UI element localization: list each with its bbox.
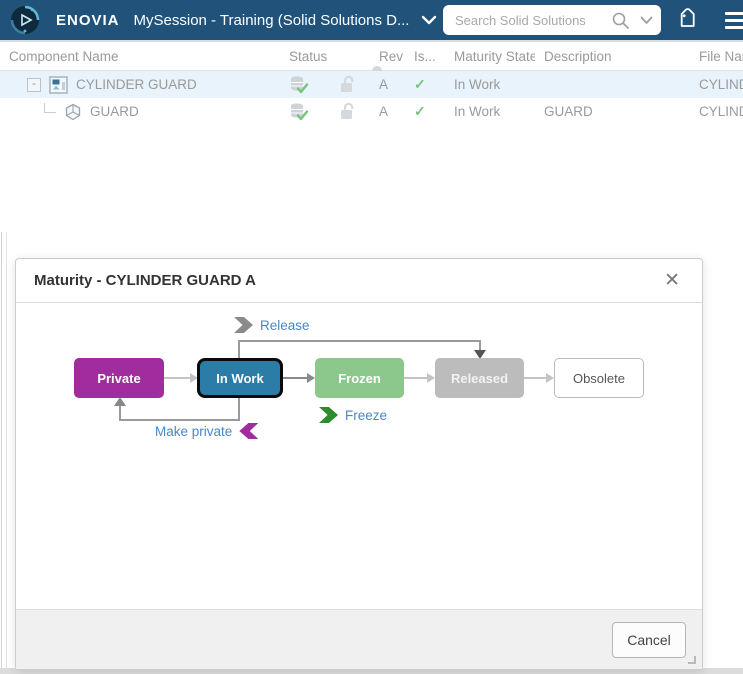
release-path-line [238, 340, 240, 359]
maturity-state-value: In Work [454, 104, 501, 119]
column-header-component-name[interactable]: Component Name [9, 48, 119, 64]
search-box[interactable] [443, 5, 661, 35]
state-released: Released [435, 358, 524, 398]
column-header-rev[interactable]: Rev [379, 48, 404, 64]
arrow-line [524, 377, 547, 379]
column-header-file-name[interactable]: File Name [699, 48, 743, 64]
component-name[interactable]: CYLINDER GUARD [76, 77, 197, 92]
state-private: Private [74, 358, 164, 398]
brand-logo-text: ENOVIA [56, 11, 120, 29]
arrowhead-down-icon [474, 350, 486, 359]
arrowhead-right-icon [307, 373, 315, 383]
description-value: GUARD [544, 104, 593, 119]
state-obsolete: Obsolete [554, 358, 644, 398]
check-icon: ✓ [414, 103, 426, 119]
check-icon: ✓ [414, 76, 426, 92]
column-header-issue[interactable]: Is... [414, 48, 436, 64]
dialog-title: Maturity - CYLINDER GUARD A [34, 272, 256, 289]
transition-label[interactable]: Release [260, 317, 310, 333]
make-private-path-line [238, 398, 240, 421]
search-chevron-down-icon[interactable] [640, 16, 653, 25]
page-bottom-strip [0, 668, 743, 674]
state-in-work-current: In Work [197, 358, 283, 398]
part-icon [65, 103, 81, 120]
component-name[interactable]: GUARD [90, 104, 139, 119]
status-database-check-icon [291, 75, 309, 93]
session-title[interactable]: MySession - Training (Solid Solutions D.… [133, 11, 410, 29]
transition-freeze[interactable]: Freeze [319, 407, 387, 423]
column-header-maturity-state[interactable]: Maturity State [454, 48, 535, 64]
panel-edge [1, 232, 2, 674]
table-header-row: Component Name Status Rev Is... Maturity… [0, 40, 743, 71]
tree-connector [44, 102, 56, 113]
arrow-line [283, 377, 308, 379]
close-icon[interactable]: ✕ [660, 267, 684, 294]
state-frozen: Frozen [315, 358, 404, 398]
maturity-state-value: In Work [454, 77, 501, 92]
tags-icon[interactable] [675, 8, 699, 32]
revision-value: A [379, 77, 389, 92]
status-database-check-icon [291, 102, 309, 120]
table-row[interactable]: GUARD A ✓ In Work GUARD CYLINDER GUARD [0, 98, 743, 125]
unlocked-icon [341, 102, 354, 119]
session-chevron-down-icon[interactable] [421, 15, 437, 25]
menu-hamburger-icon[interactable] [725, 8, 743, 33]
make-private-chevron-icon [239, 423, 259, 439]
table-row[interactable]: - CYLINDER GUARD [0, 71, 743, 98]
transition-label[interactable]: Make private [155, 423, 233, 439]
arrow-line [164, 377, 191, 379]
freeze-chevron-icon [319, 407, 338, 423]
file-name-value: CYLINDER GUARD [699, 77, 743, 92]
transition-label[interactable]: Freeze [345, 407, 388, 423]
column-header-status[interactable]: Status [289, 48, 328, 64]
arrowhead-right-icon [190, 373, 198, 383]
search-icon[interactable] [611, 11, 630, 30]
dialog-header: Maturity - CYLINDER GUARD A ✕ [16, 259, 702, 303]
maturity-workflow-canvas: Release Private In Work Frozen Released … [16, 303, 702, 609]
dialog-resize-handle[interactable] [688, 656, 696, 664]
transition-make-private[interactable]: Make private [155, 423, 259, 439]
release-chevron-icon [234, 317, 253, 333]
file-name-value: CYLINDER GUARD [699, 104, 743, 119]
arrowhead-up-icon [114, 397, 126, 406]
assembly-icon [49, 75, 68, 94]
arrowhead-right-icon [427, 373, 435, 383]
arrowhead-right-icon [546, 373, 554, 383]
transition-release[interactable]: Release [234, 317, 310, 333]
enovia-compass-logo[interactable] [10, 5, 40, 35]
release-path-line [238, 340, 481, 342]
panel-edge [6, 232, 7, 674]
revision-value: A [379, 104, 389, 119]
make-private-path-line [119, 419, 240, 421]
top-bar: ENOVIA MySession - Training (Solid Solut… [0, 0, 743, 40]
cancel-button[interactable]: Cancel [612, 622, 686, 658]
unlocked-icon [341, 75, 354, 92]
dialog-footer: Cancel [16, 609, 702, 669]
maturity-dialog: Maturity - CYLINDER GUARD A ✕ Release [15, 258, 703, 670]
make-private-path-line [119, 405, 121, 420]
column-header-description[interactable]: Description [544, 48, 612, 64]
tree-collapse-toggle[interactable]: - [27, 77, 41, 92]
release-path-line [479, 340, 481, 351]
search-input[interactable] [453, 11, 611, 29]
arrow-line [404, 377, 428, 379]
